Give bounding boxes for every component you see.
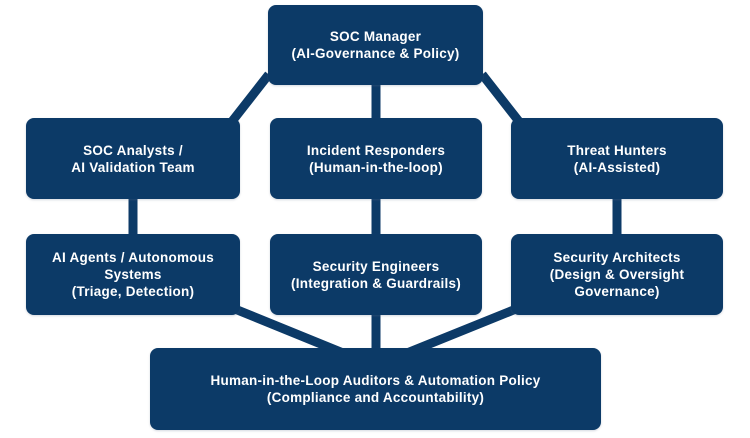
node-subtitle: AI Validation Team [71,159,195,175]
node-subtitle: (AI-Assisted) [573,159,661,175]
node-title: AI Agents / Autonomous Systems [52,250,214,282]
node-subtitle: (AI-Governance & Policy) [291,46,460,61]
node-ai-agents: AI Agents / Autonomous Systems (Triage, … [26,234,240,315]
node-soc-analysts: SOC Analysts / AI Validation Team [26,118,240,199]
node-title: Human-in-the-Loop Auditors & Automation … [210,373,541,388]
node-title: Security Engineers [312,258,440,274]
node-title: SOC Manager [329,29,422,44]
node-title: Threat Hunters [567,142,667,158]
connector-agents-auditors [229,303,349,359]
connector-manager-analysts [223,71,273,131]
connector-architects-auditors [401,303,522,359]
node-title: SOC Analysts / [83,142,183,158]
node-subtitle: (Integration & Guardrails) [290,275,462,291]
node-subtitle: (Triage, Detection) [71,284,195,299]
node-security-architects: Security Architects (Design & Oversight … [511,234,723,315]
node-threat-hunters: Threat Hunters (AI-Assisted) [511,118,723,199]
node-hitl-auditors: Human-in-the-Loop Auditors & Automation … [150,348,601,430]
node-title: Security Architects [553,250,681,265]
node-subtitle: (Human-in-the-loop) [309,159,443,175]
connector-manager-hunters [478,71,528,131]
node-title: Incident Responders [306,142,446,158]
node-incident-responders: Incident Responders (Human-in-the-loop) [270,118,482,199]
node-subtitle: (Design & Oversight Governance) [549,267,685,299]
node-subtitle: (Compliance and Accountability) [266,390,485,405]
node-security-engineers: Security Engineers (Integration & Guardr… [270,234,482,315]
node-soc-manager: SOC Manager (AI-Governance & Policy) [268,5,483,85]
